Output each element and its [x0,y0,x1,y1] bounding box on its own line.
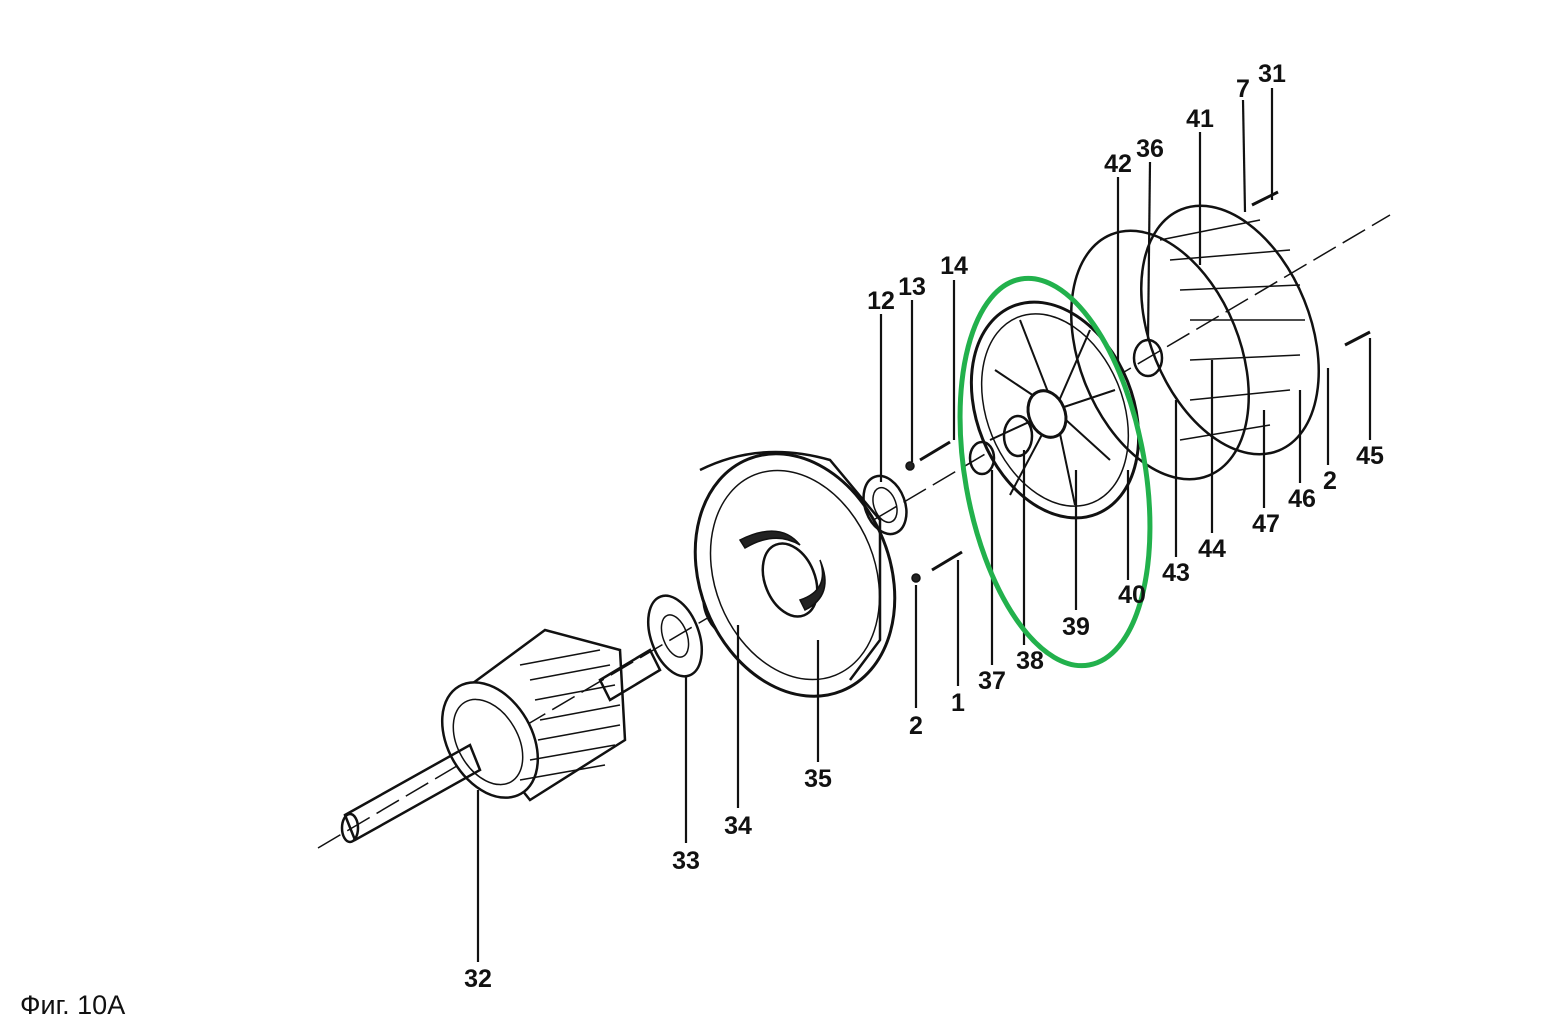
label-46: 46 [1288,485,1316,513]
label-41: 41 [1186,105,1214,133]
part-seal-33 [647,594,703,678]
label-36: 36 [1136,135,1164,163]
label-38: 38 [1016,647,1044,675]
part-ring-12 [862,474,908,536]
label-47: 47 [1252,510,1280,538]
label-2-left: 2 [909,712,923,740]
label-45: 45 [1356,442,1384,470]
part-rotor-32 [340,628,662,844]
leader-lines [476,88,1372,962]
highlight-ellipse [957,275,1153,669]
label-33: 33 [672,847,700,875]
label-43: 43 [1162,559,1190,587]
label-14: 14 [940,252,968,280]
label-31: 31 [1258,60,1286,88]
label-39: 39 [1062,613,1090,641]
part-fan-disk-39 [968,300,1141,520]
label-35: 35 [804,765,832,793]
label-44: 44 [1198,535,1226,563]
label-2-right: 2 [1323,467,1337,495]
label-42: 42 [1104,150,1132,178]
label-34: 34 [724,812,752,840]
label-1: 1 [951,689,965,717]
part-end-shield-35 [693,450,897,698]
part-screws [905,440,963,583]
label-37: 37 [978,667,1006,695]
part-housing-41 [1070,190,1371,481]
label-7: 7 [1236,75,1250,103]
label-32: 32 [464,965,492,993]
label-13: 13 [898,273,926,301]
label-12: 12 [867,287,895,315]
figure-caption: Фиг. 10А [20,990,126,1020]
label-40: 40 [1118,581,1146,609]
